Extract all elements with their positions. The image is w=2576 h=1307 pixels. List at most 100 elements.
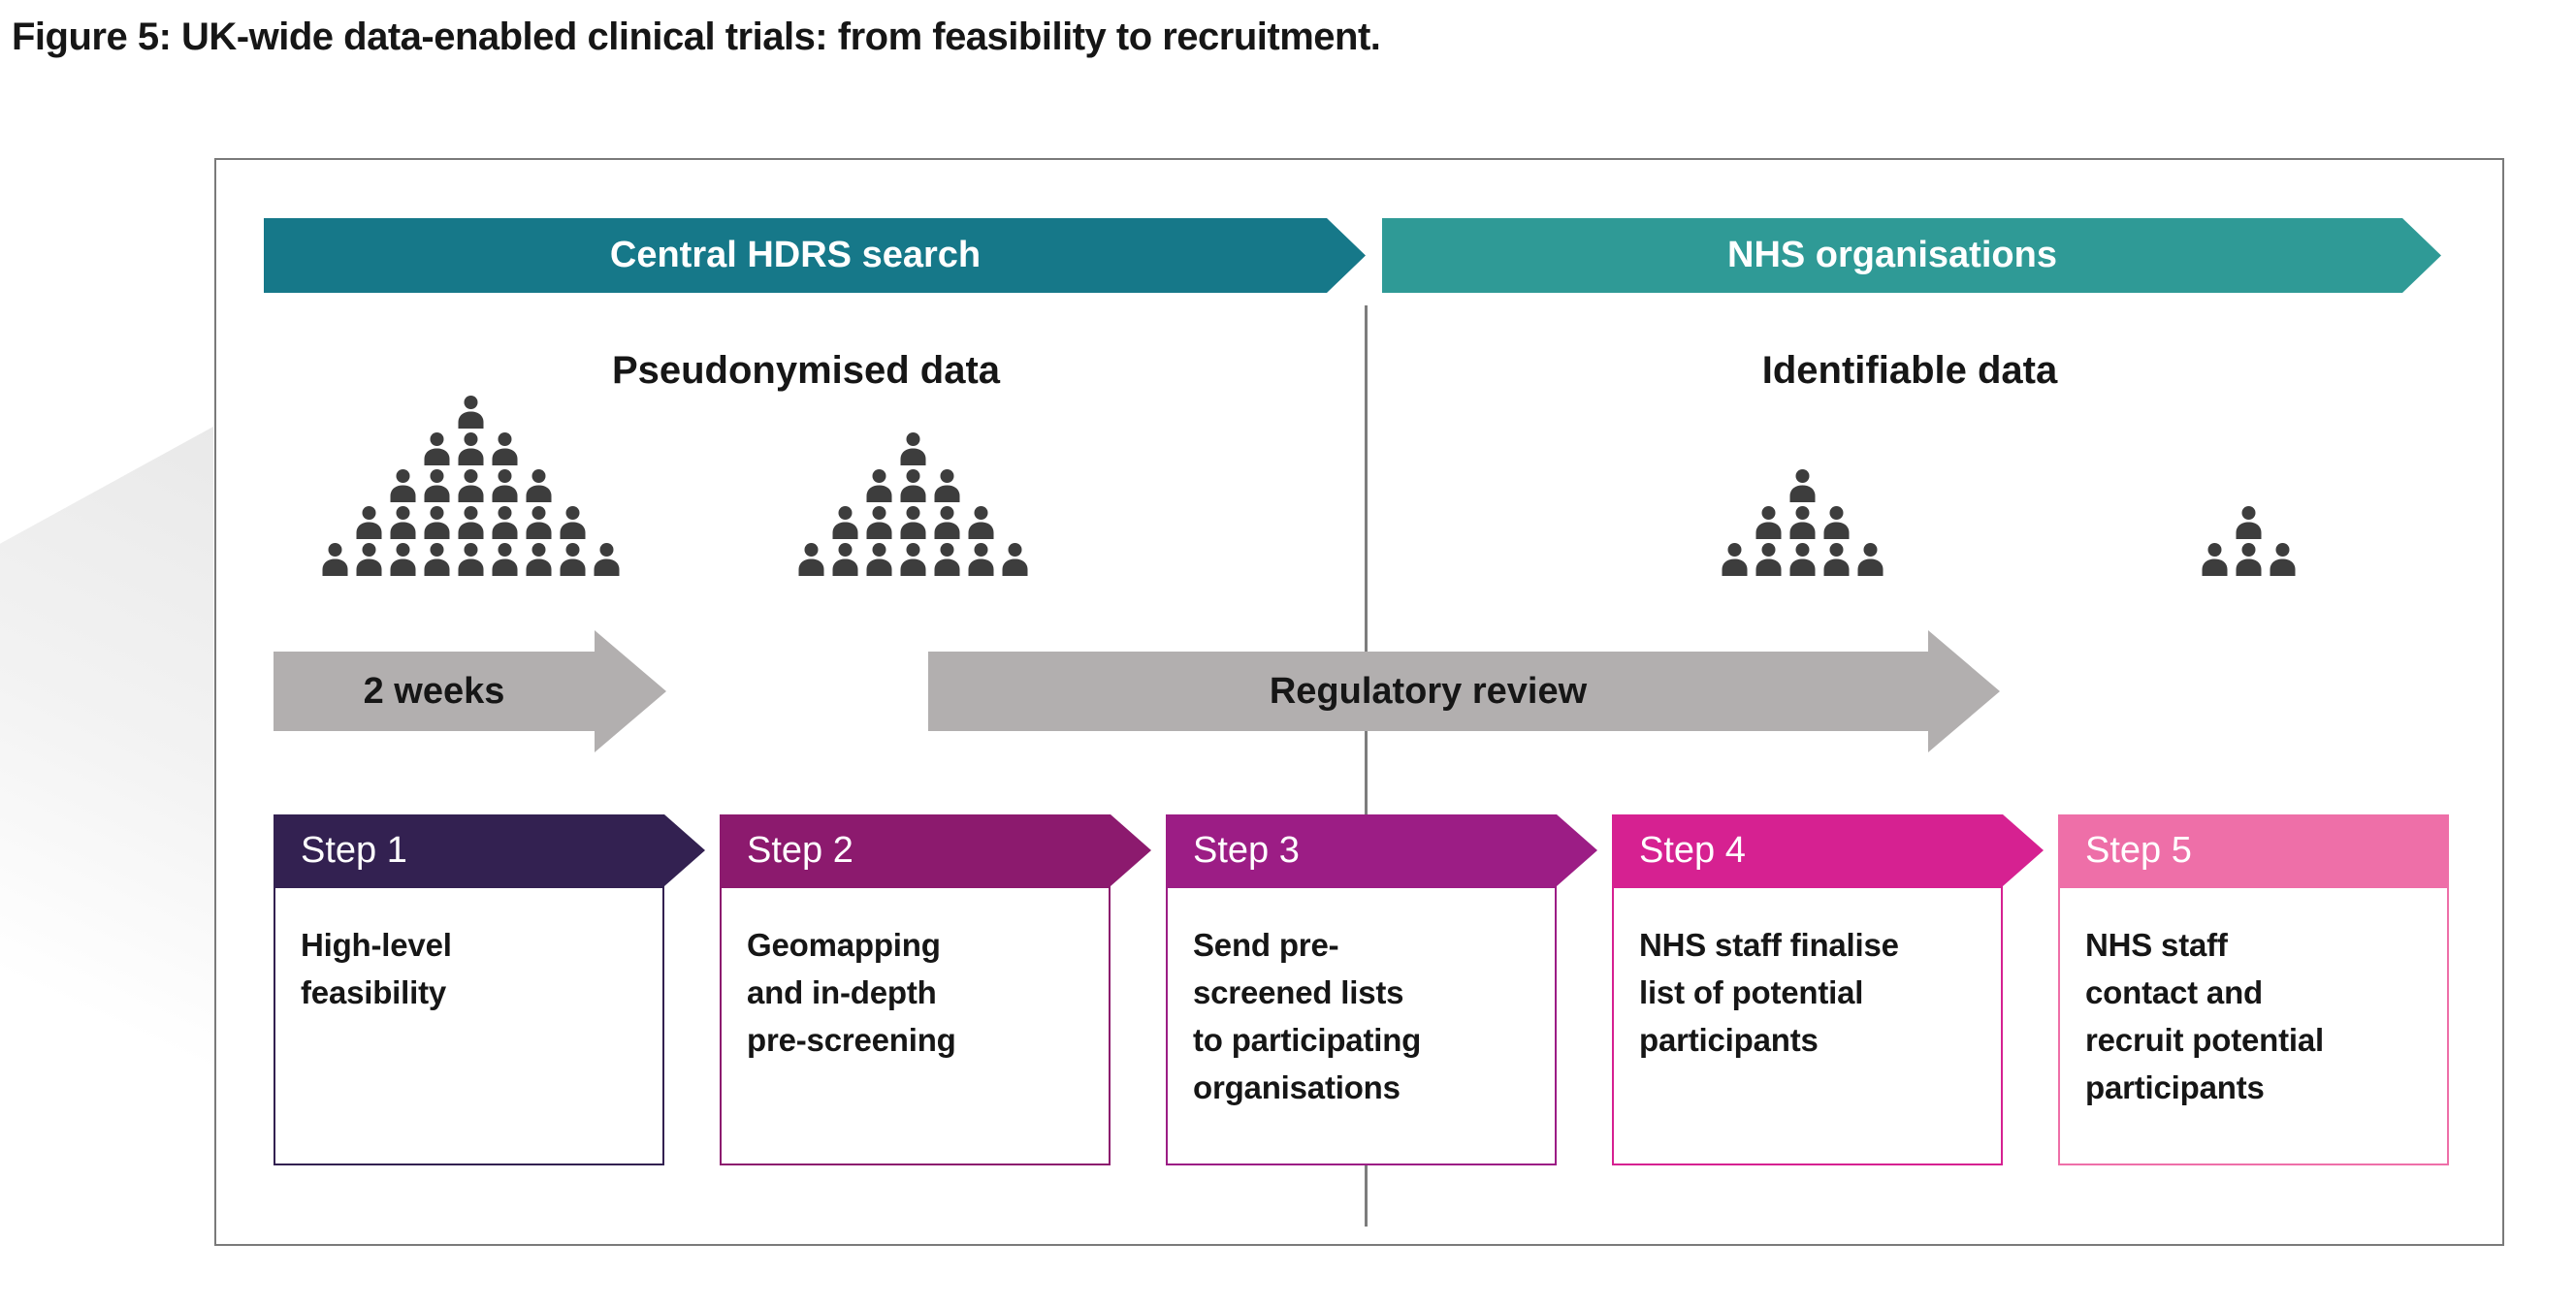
person-icon: [1823, 506, 1850, 539]
person-icon: [390, 469, 416, 502]
person-icon: [390, 543, 416, 576]
step-1-description: High-level feasibility: [274, 886, 664, 1165]
people-row: [1754, 506, 1852, 539]
step-label: Step 4: [1639, 829, 1746, 871]
pseudonymised-identifiable-divider-line: [1365, 305, 1368, 1227]
person-icon: [866, 506, 892, 539]
step-3-description: Send pre- screened lists to participatin…: [1166, 886, 1557, 1165]
step-1-header: Step 1: [274, 814, 705, 886]
person-icon: [1789, 506, 1816, 539]
people-row: [2234, 506, 2264, 539]
person-icon: [968, 543, 994, 576]
step-3-header: Step 3: [1166, 814, 1597, 886]
people-row: [2200, 543, 2298, 576]
step-5: Step 5 NHS staff contact and recruit pote…: [2058, 814, 2490, 1165]
person-icon: [424, 506, 450, 539]
people-pyramid-25: [320, 396, 622, 576]
people-row: [830, 506, 996, 539]
person-icon: [458, 432, 484, 465]
person-icon: [1789, 543, 1816, 576]
step-4: Step 4 NHS staff finalise list of potenti…: [1612, 814, 2044, 1165]
person-icon: [900, 469, 926, 502]
person-icon: [798, 543, 824, 576]
person-icon: [1755, 506, 1782, 539]
people-row: [1787, 469, 1818, 502]
person-icon: [900, 543, 926, 576]
step-4-description: NHS staff finalise list of potential par…: [1612, 886, 2003, 1165]
person-icon: [1857, 543, 1884, 576]
step-label: Step 3: [1193, 829, 1300, 871]
person-icon: [900, 506, 926, 539]
person-icon: [458, 469, 484, 502]
timeline-arrow-label: Regulatory review: [1269, 670, 1588, 712]
step-label: Step 2: [747, 829, 853, 871]
person-icon: [322, 543, 348, 576]
person-icon: [2202, 543, 2228, 576]
person-icon: [356, 506, 382, 539]
person-icon: [560, 543, 586, 576]
label-pseudonymised-data: Pseudonymised data: [611, 349, 1001, 392]
step-2: Step 2 Geomapping and in-depth pre-screen…: [720, 814, 1151, 1165]
person-icon: [492, 506, 518, 539]
people-pyramid-4: [2200, 506, 2298, 576]
step-5-description: NHS staff contact and recruit potential …: [2058, 886, 2449, 1165]
step-2-description: Geomapping and in-depth pre-screening: [720, 886, 1111, 1165]
person-icon: [560, 506, 586, 539]
person-icon: [1823, 543, 1850, 576]
person-icon: [968, 506, 994, 539]
person-icon: [900, 432, 926, 465]
person-icon: [866, 543, 892, 576]
person-icon: [526, 506, 552, 539]
people-row: [388, 469, 554, 502]
person-icon: [1789, 469, 1816, 502]
person-icon: [832, 506, 858, 539]
timeline-arrow-label: 2 weeks: [363, 670, 505, 712]
banner-nhs-organisations: NHS organisations: [1382, 218, 2441, 293]
person-icon: [356, 543, 382, 576]
step-3: Step 3 Send pre- screened lists to partic…: [1166, 814, 1597, 1165]
banner-label: Central HDRS search: [609, 235, 982, 275]
person-icon: [832, 543, 858, 576]
step-5-header: Step 5: [2058, 814, 2449, 886]
person-icon: [458, 396, 484, 429]
people-row: [456, 396, 486, 429]
person-icon: [866, 469, 892, 502]
person-icon: [934, 506, 960, 539]
person-icon: [458, 506, 484, 539]
people-row: [320, 543, 622, 576]
step-label: Step 5: [2085, 829, 2192, 871]
person-icon: [526, 469, 552, 502]
step-1: Step 1 High-level feasibility: [274, 814, 705, 1165]
person-icon: [1755, 543, 1782, 576]
step-4-header: Step 4: [1612, 814, 2044, 886]
person-icon: [424, 543, 450, 576]
people-pyramid-16: [796, 432, 1030, 576]
people-pyramid-9: [1720, 469, 1885, 576]
step-label: Step 1: [301, 829, 407, 871]
banner-central-hdrs-search: Central HDRS search: [264, 218, 1366, 293]
figure-title: Figure 5: UK-wide data-enabled clinical …: [12, 16, 1381, 58]
background-wedge-decoration: [0, 427, 213, 1115]
person-icon: [934, 469, 960, 502]
people-row: [1720, 543, 1885, 576]
person-icon: [424, 432, 450, 465]
person-icon: [1722, 543, 1748, 576]
person-icon: [458, 543, 484, 576]
person-icon: [1002, 543, 1028, 576]
people-row: [354, 506, 588, 539]
people-row: [796, 543, 1030, 576]
people-row: [898, 432, 928, 465]
person-icon: [390, 506, 416, 539]
person-icon: [594, 543, 620, 576]
person-icon: [492, 432, 518, 465]
people-row: [864, 469, 962, 502]
person-icon: [2236, 506, 2262, 539]
step-2-header: Step 2: [720, 814, 1151, 886]
person-icon: [934, 543, 960, 576]
banner-label: NHS organisations: [1727, 235, 2057, 275]
person-icon: [2236, 543, 2262, 576]
person-icon: [526, 543, 552, 576]
person-icon: [2270, 543, 2296, 576]
people-row: [422, 432, 520, 465]
